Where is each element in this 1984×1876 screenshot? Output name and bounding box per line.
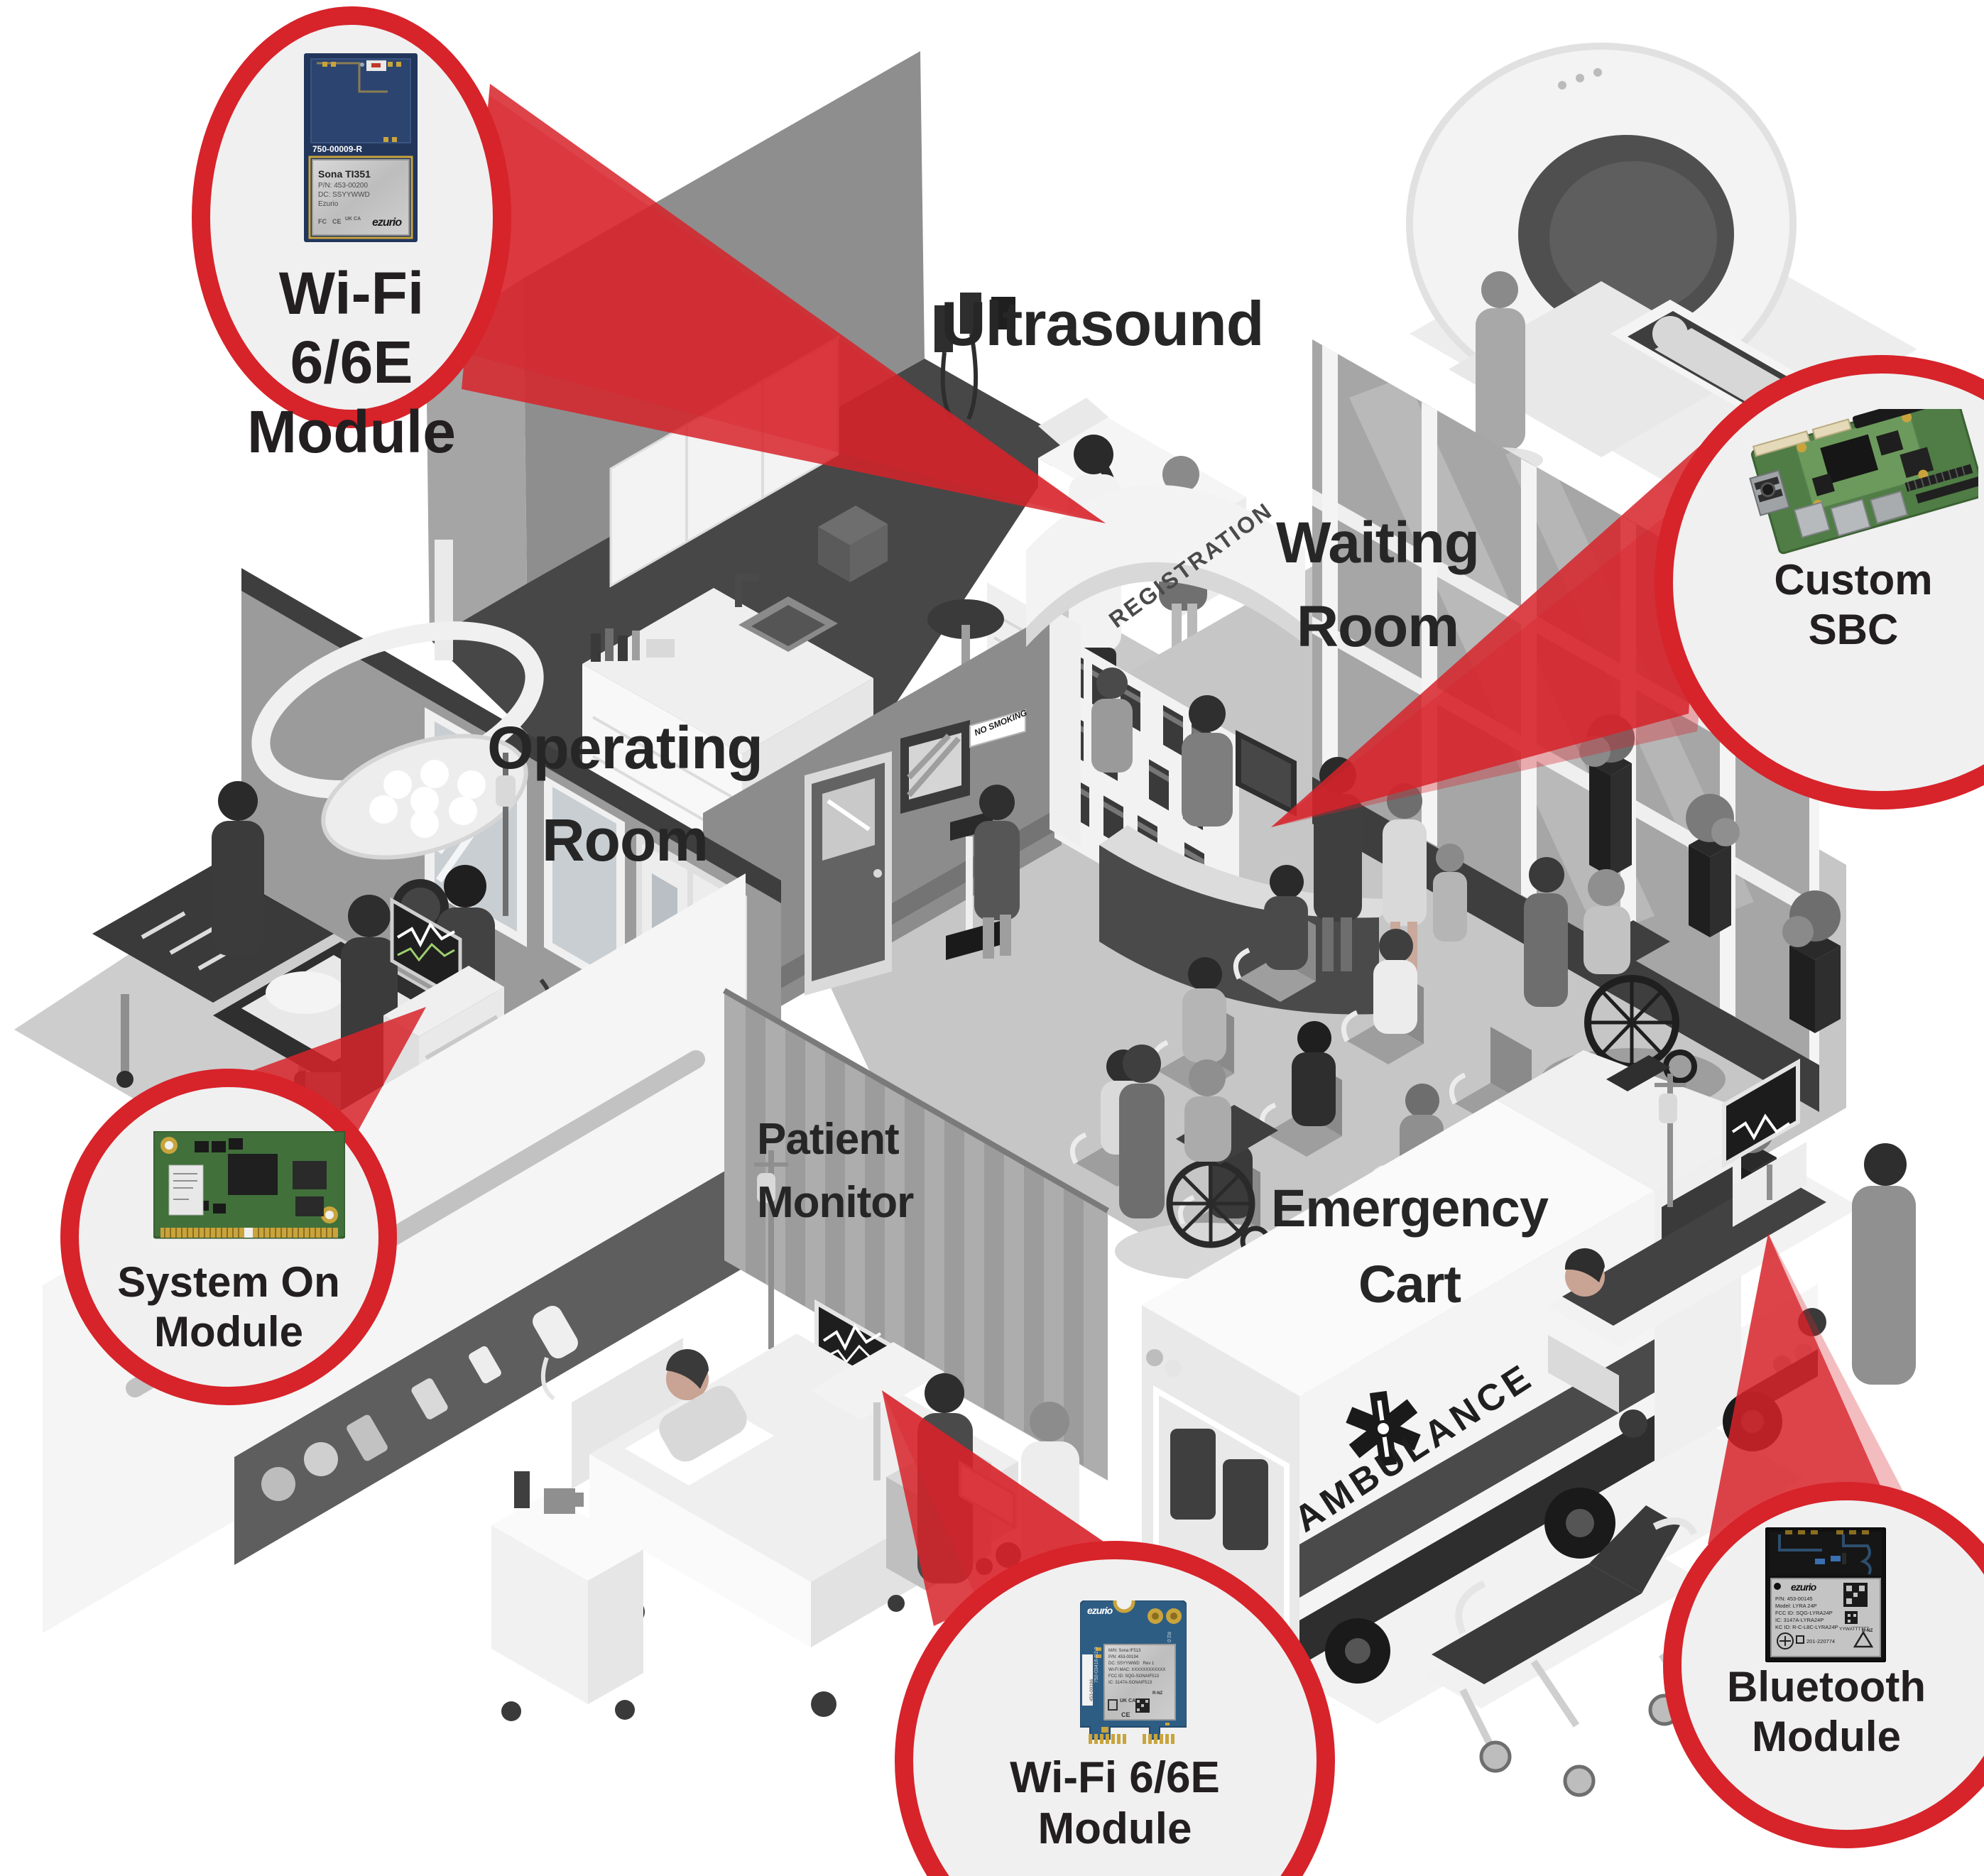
ezurio-logo: ezurio	[372, 217, 402, 229]
er-gurney	[1548, 1058, 1916, 1438]
callout-label: Wi-Fi 6/6E Module	[247, 260, 456, 465]
fcc-mark-icon: FC	[318, 218, 327, 225]
chip-side-label: 453-00196	[1089, 1679, 1094, 1701]
ukca-mark-icon: UK CA	[1120, 1698, 1136, 1703]
callout-beams	[170, 84, 1933, 1696]
stretcher	[1424, 1505, 1732, 1797]
chip-edge-marking: 750-03416-R2.0	[1094, 1647, 1099, 1683]
ce-mark-icon: CE	[1121, 1711, 1130, 1718]
chip-serial: YYWATTTTTT	[1839, 1627, 1870, 1632]
lyra-24p-module-image: ezurio P/N: 453-00145 Model: LYRA 24P FC…	[1765, 1527, 1887, 1663]
rnz-mark: R-NZ	[1862, 1628, 1873, 1633]
chip-rev: R2.0	[1166, 1632, 1171, 1642]
ezurio-logo: ezurio	[1087, 1605, 1113, 1616]
ce-mark-icon: CE	[332, 218, 342, 225]
som-image	[152, 1130, 347, 1248]
sona-ti351-module-image: 750-00009-R Sona TI351 P/N: 453-00200 DC…	[304, 53, 418, 242]
chip-board-marking: 750-00009-R	[312, 144, 363, 154]
label-emergency-cart: Emergency Cart	[1271, 1179, 1549, 1314]
waiting-room	[703, 339, 1846, 1374]
callout-system-on-module: System On Module	[60, 1069, 397, 1405]
custom-sbc-image	[1737, 388, 1984, 572]
sona-if513-module-image: ezurio 750-03416-R2.0 453-00196 R2.0 M/N…	[1079, 1591, 1187, 1746]
ukca-mark-icon: UK CA	[345, 217, 361, 222]
callout-label: System On Module	[117, 1258, 340, 1356]
jp-cert-id: 201-220774	[1806, 1638, 1836, 1645]
callout-label: Custom SBC	[1774, 556, 1933, 653]
ezurio-logo: ezurio	[1791, 1581, 1816, 1593]
label-operating-room: Operating Room	[487, 714, 763, 874]
callout-label: Bluetooth Module	[1727, 1663, 1926, 1760]
rnz-mark: R-NZ	[1152, 1691, 1163, 1696]
ambulance-area	[1115, 1045, 1916, 1797]
callout-bluetooth-module: ezurio P/N: 453-00145 Model: LYRA 24P FC…	[1663, 1482, 1984, 1848]
callout-label: Wi-Fi 6/6E Module	[1010, 1753, 1220, 1853]
star-of-life-icon	[1346, 1390, 1421, 1467]
chip-title: Sona TI351	[318, 168, 371, 180]
callout-wifi-module-top: 750-00009-R Sona TI351 P/N: 453-00200 DC…	[192, 6, 511, 465]
label-waiting-room: Waiting Room	[1275, 511, 1480, 660]
label-patient-monitor: Patient Monitor	[757, 1115, 914, 1228]
label-ultrasound: Ultrasound	[941, 288, 1264, 359]
